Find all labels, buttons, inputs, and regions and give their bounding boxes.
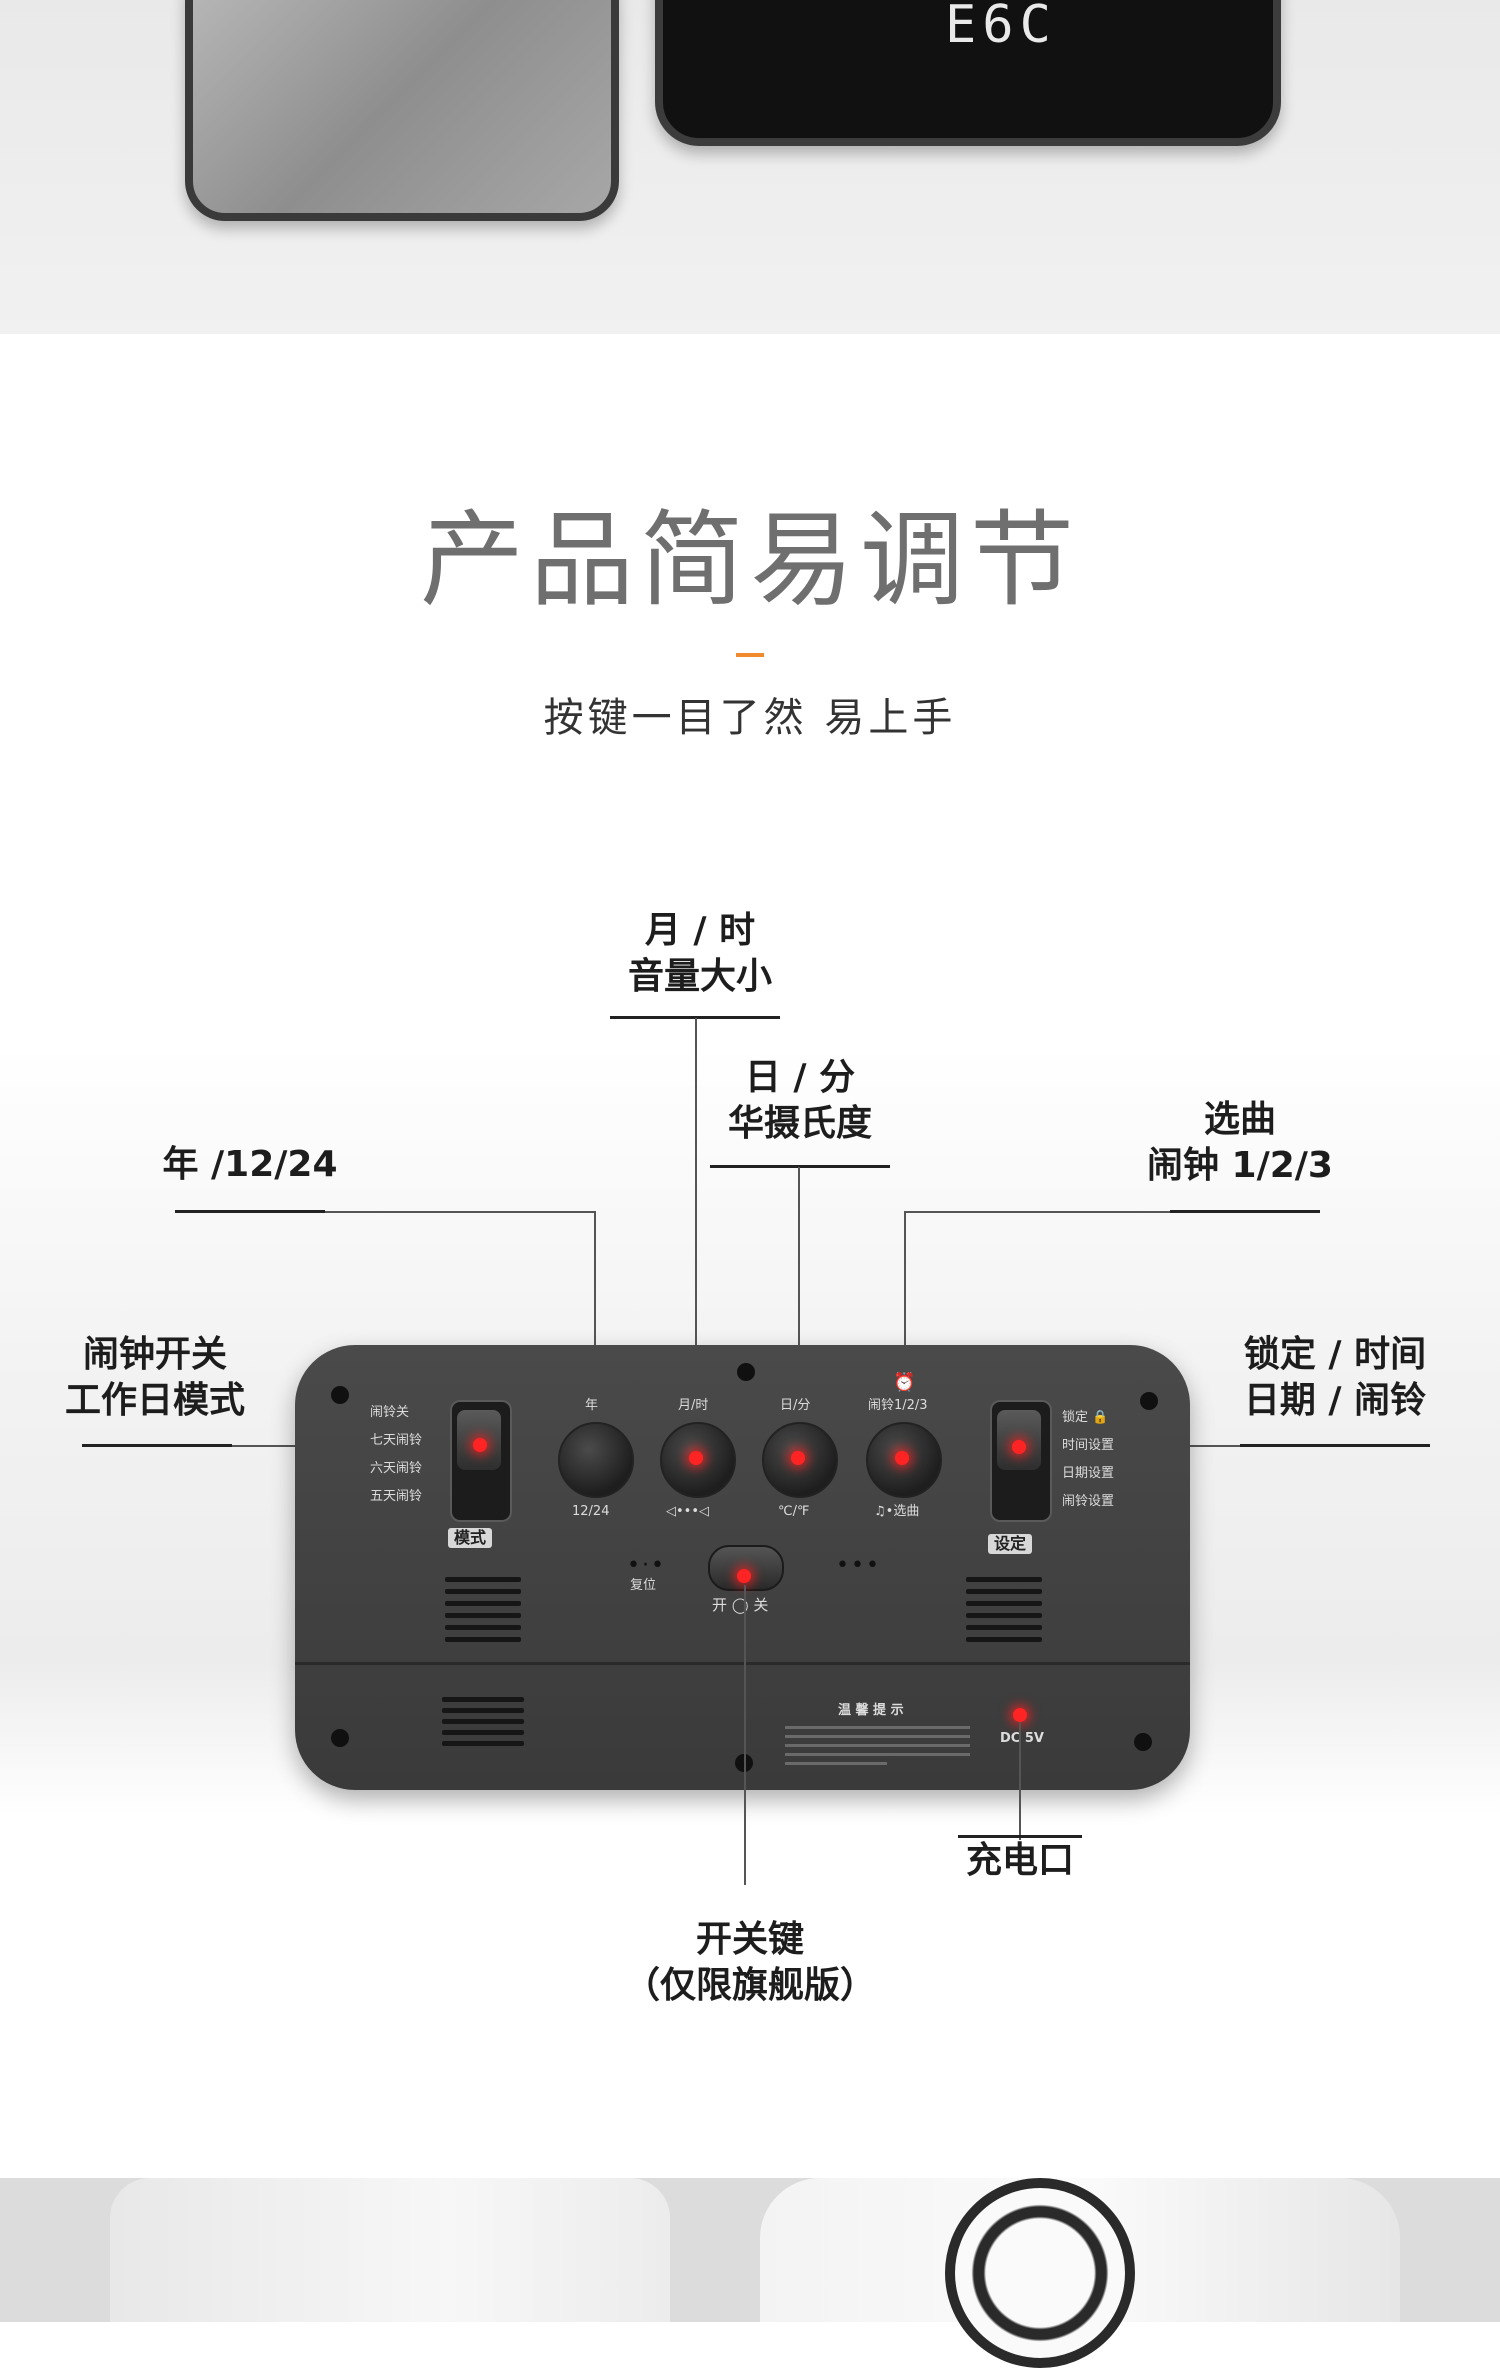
indicator-dots: ••• [836, 1553, 881, 1578]
set-option: 时间设置 [1062, 1438, 1115, 1453]
button-label: 年 [585, 1398, 599, 1413]
button-label: 闹铃1/2/3 [868, 1398, 928, 1413]
screw [737, 1363, 755, 1381]
leader-line [325, 1211, 595, 1213]
callout-charge-port: 充电口 [965, 1840, 1074, 1881]
leader-line [695, 1018, 697, 1458]
page-title: 产品简易调节 [419, 499, 1080, 621]
reset-label: 复位 [630, 1578, 657, 1593]
callout-alarm-switch-line1: 闹钟开关 [82, 1334, 227, 1375]
set-option-label: 锁定 [1062, 1410, 1089, 1425]
product-photo-top: E6C [0, 0, 1500, 334]
callout-month-hour: 月 / 时 音量大小 [590, 908, 810, 1000]
lifestyle-photo-bottom [0, 2178, 1500, 2322]
mirror-clock-large [655, 0, 1281, 146]
button-label: ◁•••◁ [666, 1504, 709, 1519]
title-divider [736, 653, 764, 657]
callout-underline [710, 1165, 890, 1168]
set-slider-switch[interactable] [990, 1400, 1052, 1522]
callout-song-line2: 闹钟 1/2/3 [1147, 1145, 1333, 1186]
callout-lock: 锁定 / 时间 日期 / 闹铃 [1225, 1332, 1445, 1424]
page-subtitle: 按键一目了然 易上手 [543, 695, 957, 741]
mode-badge: 模式 [448, 1528, 493, 1548]
dc-label: DC 5V [1000, 1731, 1044, 1746]
callout-marker [473, 1438, 487, 1452]
speaker-grille-left [445, 1577, 521, 1642]
callout-underline [610, 1016, 780, 1019]
leader-line [905, 1211, 1170, 1213]
set-option-list: 锁定 🔒 时间设置 日期设置 闹铃设置 [1062, 1410, 1162, 1510]
speaker-grille-bottom [442, 1697, 524, 1746]
callout-power-key-line1: 开关键 [695, 1919, 804, 1960]
callout-song-line1: 选曲 [1203, 1099, 1276, 1140]
callout-alarm-switch: 闹钟开关 工作日模式 [50, 1332, 260, 1424]
lock-icon: 🔒 [1092, 1410, 1109, 1425]
button-label: ℃/℉ [778, 1504, 810, 1519]
mode-slider-switch[interactable] [450, 1400, 512, 1522]
leader-line [594, 1211, 596, 1459]
callout-month-hour-line1: 月 / 时 [644, 910, 756, 951]
button-label: 月/时 [678, 1398, 709, 1413]
screw [1134, 1733, 1152, 1751]
battery-cover-seam [295, 1662, 1190, 1665]
set-option: 锁定 🔒 [1062, 1410, 1162, 1426]
photo-figure-left [110, 2178, 670, 2322]
callout-day-minute: 日 / 分 华摄氏度 [690, 1055, 910, 1147]
callout-power-key-line2: （仅限旗舰版） [623, 1965, 876, 2006]
callout-power-key: 开关键 （仅限旗舰版） [590, 1917, 910, 2009]
callout-lock-line2: 日期 / 闹铃 [1243, 1380, 1427, 1421]
callout-underline [82, 1444, 232, 1447]
mode-option-list: 闹铃关 七天闹铃 六天闹铃 五天闹铃 [370, 1405, 450, 1505]
button-label: 12/24 [572, 1504, 610, 1519]
leader-line [744, 1585, 746, 1885]
notice-text-block [785, 1722, 970, 1765]
leader-line [1019, 1722, 1021, 1840]
speaker-grille-right [966, 1577, 1042, 1642]
callout-song: 选曲 闹钟 1/2/3 [1130, 1097, 1350, 1189]
set-option: 日期设置 [1062, 1466, 1115, 1481]
leader-line [904, 1211, 906, 1459]
month-hour-button[interactable] [660, 1422, 736, 1498]
callout-year: 年 /12/24 [162, 1144, 338, 1185]
mode-option: 七天闹铃 [370, 1433, 423, 1448]
screw [1140, 1392, 1158, 1410]
screw [331, 1386, 349, 1404]
callout-underline [1170, 1210, 1320, 1213]
clock-display: E6C [945, 0, 1057, 55]
callout-marker [1013, 1708, 1027, 1722]
callout-underline [175, 1210, 325, 1213]
power-label: 开 ◯ 关 [712, 1596, 769, 1614]
callout-alarm-switch-line2: 工作日模式 [64, 1380, 245, 1421]
button-label: 日/分 [780, 1398, 811, 1413]
mirror-clock-small [185, 0, 619, 221]
callout-underline [958, 1835, 1082, 1838]
callout-marker [737, 1569, 751, 1583]
reset-hole-icon[interactable]: •·• [627, 1553, 666, 1578]
set-option: 闹铃设置 [1062, 1494, 1115, 1509]
shirt-logo-graphic [945, 2178, 1135, 2368]
power-switch[interactable] [708, 1545, 784, 1591]
callout-day-minute-line1: 日 / 分 [744, 1057, 856, 1098]
callout-month-hour-line2: 音量大小 [627, 956, 772, 997]
mode-option: 六天闹铃 [370, 1461, 423, 1476]
callout-marker [1012, 1440, 1026, 1454]
callout-lock-line1: 锁定 / 时间 [1243, 1334, 1427, 1375]
callout-day-minute-line2: 华摄氏度 [727, 1103, 872, 1144]
screw [331, 1729, 349, 1747]
callout-marker [689, 1451, 703, 1465]
callout-marker [791, 1451, 805, 1465]
button-label: ♫•选曲 [874, 1504, 920, 1519]
callout-underline [1240, 1444, 1430, 1447]
leader-line [798, 1167, 800, 1459]
year-button[interactable] [558, 1422, 634, 1498]
set-badge: 设定 [988, 1534, 1033, 1554]
callout-marker [895, 1451, 909, 1465]
mode-option: 闹铃关 [370, 1405, 410, 1420]
alarm-clock-icon: ⏰ [893, 1372, 916, 1393]
mode-option: 五天闹铃 [370, 1489, 423, 1504]
notice-title: 温 馨 提 示 [838, 1703, 904, 1718]
